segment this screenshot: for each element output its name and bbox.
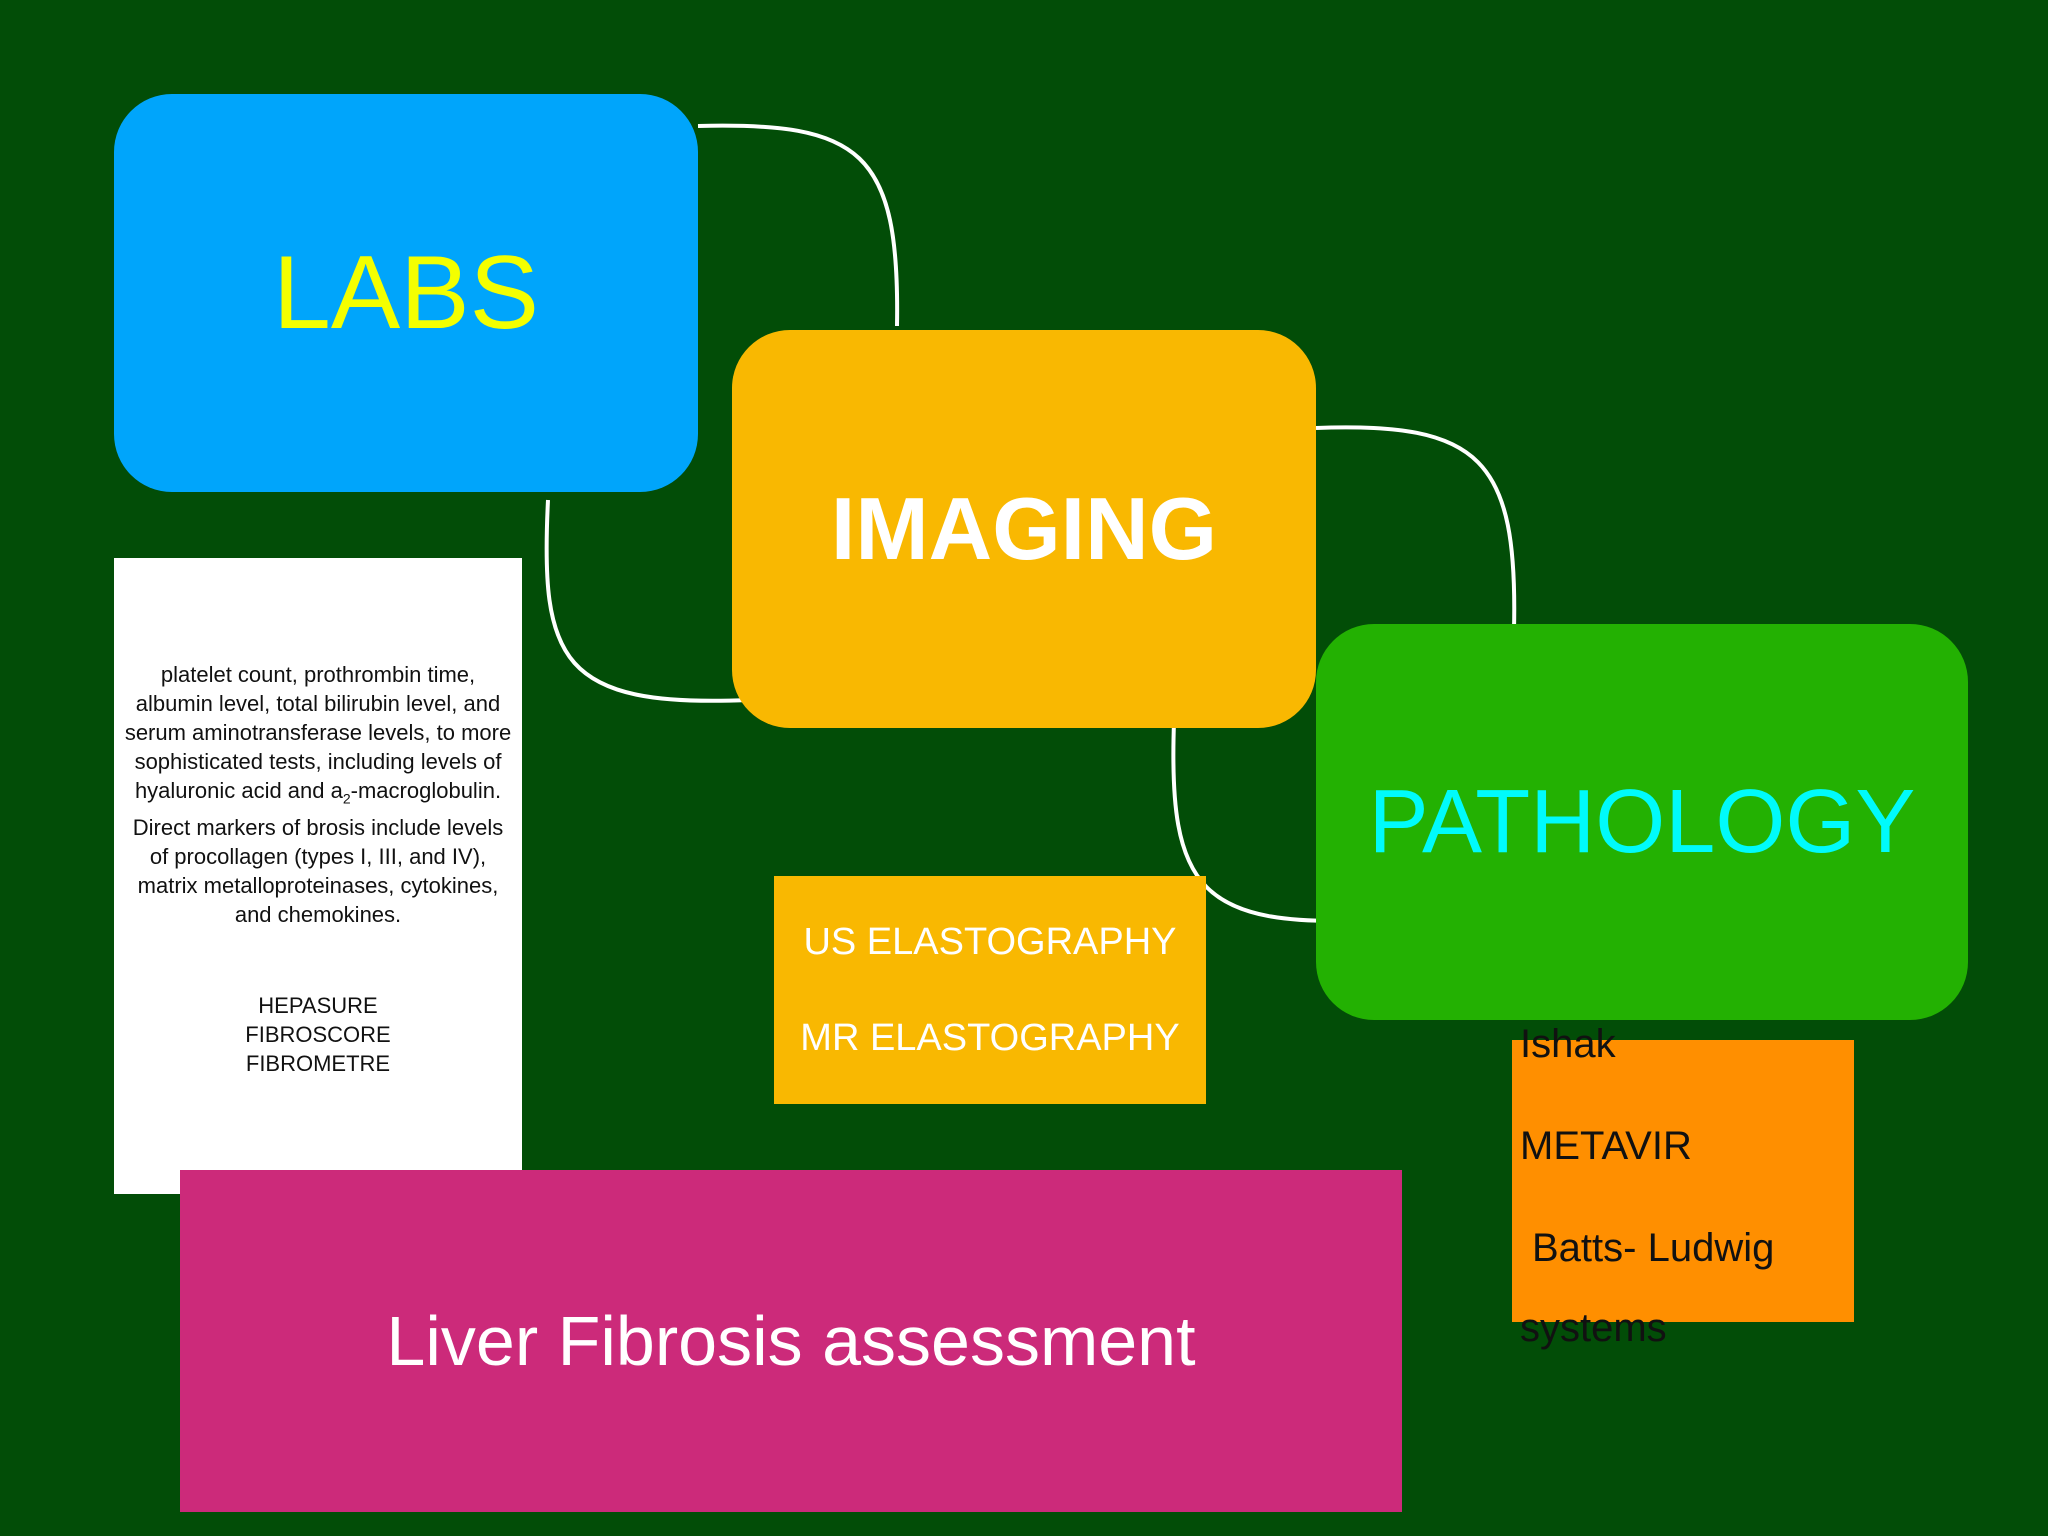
imaging-note: US ELASTOGRAPHY MR ELASTOGRAPHY <box>774 876 1206 1104</box>
imaging-item-us: US ELASTOGRAPHY <box>803 921 1177 963</box>
labs-product-fibrometre: FIBROMETRE <box>245 1051 391 1077</box>
labs-note-subscript: 2 <box>342 790 351 807</box>
labs-note-text-2: -macroglobulin. Direct markers of brosis… <box>132 778 504 928</box>
labs-product-hepasure: HEPASURE <box>258 993 378 1019</box>
connector-labs-imaging-top <box>697 123 900 327</box>
pathology-item-batts-ludwig: Batts- Ludwig <box>1532 1226 1775 1270</box>
labs-product-fibroscore: FIBROSCORE <box>245 1022 391 1048</box>
labs-note-paragraph: platelet count, prothrombin time, albumi… <box>122 660 514 929</box>
diagram-title: Liver Fibrosis assessment <box>386 1302 1196 1380</box>
labs-node: LABS <box>114 94 698 492</box>
pathology-item-metavir: METAVIR <box>1520 1124 1692 1168</box>
pathology-node: PATHOLOGY <box>1316 624 1968 1020</box>
connector-imaging-pathology-bottom <box>1171 721 1375 923</box>
pathology-item-ishak: Ishak <box>1520 1022 1616 1066</box>
imaging-label: IMAGING <box>830 479 1218 578</box>
imaging-item-mr: MR ELASTOGRAPHY <box>800 1017 1180 1059</box>
labs-label: LABS <box>273 234 539 351</box>
connector-labs-imaging-bottom <box>544 499 749 703</box>
labs-note-products: HEPASURE FIBROSCORE FIBROMETRE <box>245 991 390 1078</box>
pathology-note <box>1512 1040 1854 1322</box>
pathology-label: PATHOLOGY <box>1368 771 1916 872</box>
title-box: Liver Fibrosis assessment <box>180 1170 1402 1512</box>
labs-note-text-1: platelet count, prothrombin time, albumi… <box>124 662 512 803</box>
labs-note: platelet count, prothrombin time, albumi… <box>114 558 522 1194</box>
pathology-item-systems: systems <box>1520 1306 1667 1350</box>
connector-imaging-pathology-top <box>1315 425 1517 631</box>
imaging-node: IMAGING <box>732 330 1316 728</box>
